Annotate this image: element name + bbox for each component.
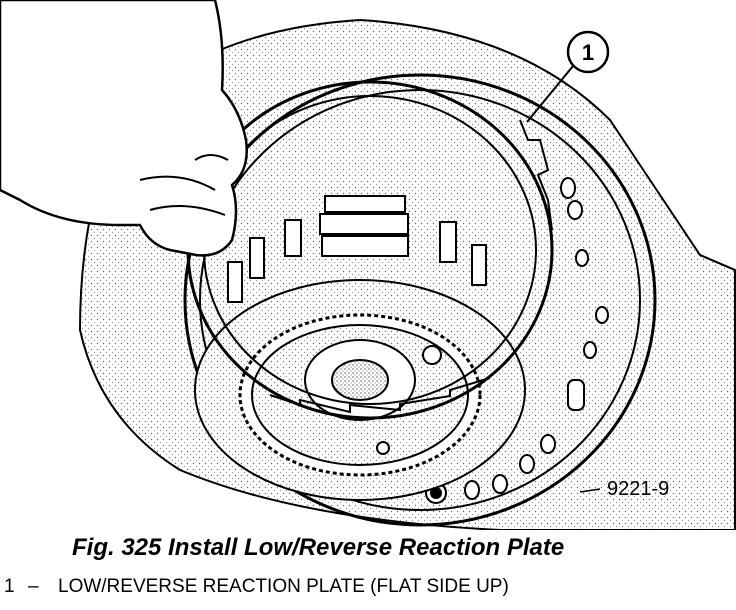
figure-legend: 1–LOW/REVERSE REACTION PLATE (FLAT SIDE … (4, 576, 732, 598)
legend-item-text: LOW/REVERSE REACTION PLATE (FLAT SIDE UP… (58, 576, 509, 597)
clutch-drum-tabs (227, 195, 487, 303)
legend-item-separator: – (28, 576, 39, 597)
transmission-illustration: 1 9221-9 (0, 0, 736, 530)
callout-number: 1 (582, 40, 594, 65)
technician-hand (0, 0, 248, 257)
legend-item-number: 1 (4, 576, 15, 597)
callout-1: 1 (526, 30, 610, 123)
illustration-id-text: 9221-9 (607, 478, 669, 500)
figure-caption: Fig. 325 Install Low/Reverse Reaction Pl… (72, 534, 565, 561)
illustration-id: 9221-9 (579, 478, 669, 500)
legend-item: 1–LOW/REVERSE REACTION PLATE (FLAT SIDE … (4, 576, 732, 598)
planetary-gear-assembly (194, 279, 526, 501)
